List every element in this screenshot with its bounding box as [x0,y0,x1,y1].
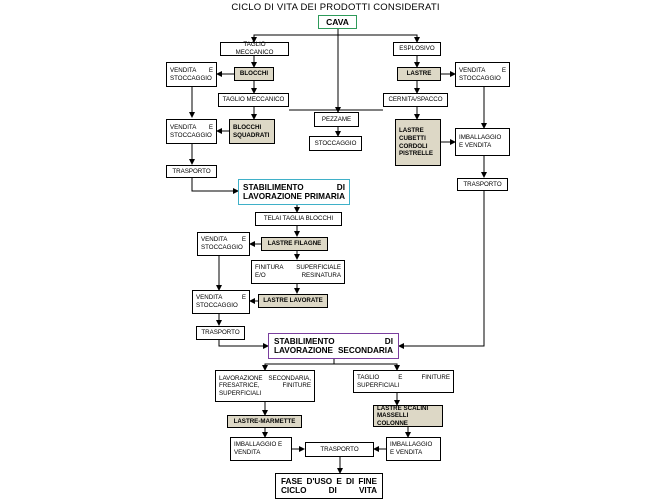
imballaggio-vendita-node: IMBALLAGGIO E VENDITA [230,437,292,461]
arrow-trasporto-secondaria [218,340,269,349]
finitura-node: FINITURA SUPERFICIALE E/O RESINATURA [251,260,345,284]
arrow-trasporto-right-secondaria [398,191,485,349]
imballaggio-vendita-node: IMBALLAGGIO E VENDITA [386,437,441,461]
stabilimento-primaria-node: STABILIMENTO DI LAVORAZIONE PRIMARIA [238,179,350,205]
lastre-filagne-node: LASTRE FILAGNE [261,237,328,251]
pezzame-node: PEZZAME [314,112,359,127]
lastre-cubetti-node: LASTRE CUBETTI CORDOLI PISTRELLE [395,119,441,166]
cernita-spacco-node: CERNITA/SPACCO [383,93,448,107]
fase-uso-node: FASE D'USO E DI FINE CICLO DI VITA [275,473,383,499]
line-cava-branch [253,34,418,40]
lastre-node: LASTRE [397,67,441,81]
lastre-marmette-node: LASTRE-MARMETTE [227,415,302,428]
esplosivo-node: ESPLOSIVO [393,42,441,56]
line-secondaria-branch [264,363,398,368]
arrow-trasporto-primaria [191,178,239,194]
blocchi-node: BLOCCHI [234,67,274,81]
cava-node: CAVA [318,15,357,29]
vendita-stoccaggio-node: VENDITA E STOCCAGGIO [166,62,217,87]
blocchi-squadrati-node: BLOCCHI SQUADRATI [229,119,275,144]
trasporto-node: TRASPORTO [166,165,217,178]
telai-node: TELAI TAGLIA BLOCCHI [255,212,342,226]
taglio-meccanico-node: TAGLIO MECCANICO [218,93,289,107]
lastre-scalini-node: LASTRE SCALINI MASSELLI COLONNE [373,405,443,427]
taglio-finiture-node: TAGLIO E FINITURE SUPERFICIALI [353,370,454,393]
vendita-stoccaggio-node: VENDITA E STOCCAGGIO [192,290,250,314]
stabilimento-secondaria-node: STABILIMENTO DI LAVORAZIONE SECONDARIA [268,333,399,359]
trasporto-node: TRASPORTO [305,442,374,457]
taglio-meccanico-node: TAGLIO MECCANICO [220,41,289,56]
vendita-stoccaggio-node: VENDITA E STOCCAGGIO [455,62,510,87]
vendita-stoccaggio-node: VENDITA E STOCCAGGIO [197,232,250,256]
stoccaggio-node: STOCCAGGIO [309,136,362,151]
lastre-lavorate-node: LASTRE LAVORATE [258,294,328,308]
trasporto-node: TRASPORTO [457,178,508,191]
vendita-stoccaggio-node: VENDITA E STOCCAGGIO [166,119,217,144]
imballaggio-vendita-node: IMBALLAGGIO E VENDITA [455,128,510,156]
trasporto-node: TRASPORTO [196,326,245,340]
lavorazione-secondaria-node: LAVORAZIONE SECONDARIA, FRESATRICE, FINI… [215,370,315,402]
diagram-title: CICLO DI VITA DEI PRODOTTI CONSIDERATI [231,2,440,13]
